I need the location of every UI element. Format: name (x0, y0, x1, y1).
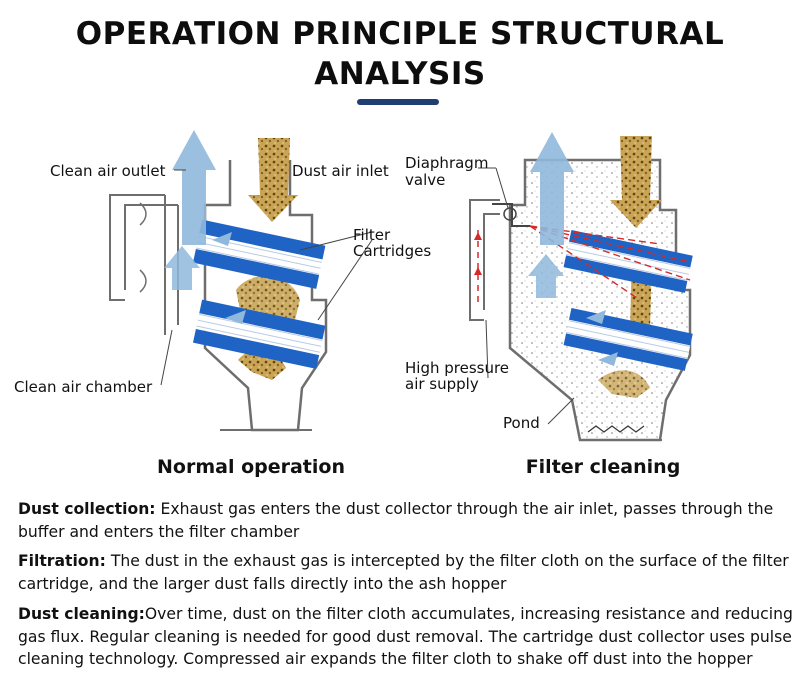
leader-line (495, 167, 509, 209)
label-diaphragm-line2: valve (405, 171, 445, 189)
term-dust-collection: Dust collection: (18, 500, 156, 518)
pulse-duct (469, 199, 500, 321)
caption-filter-cleaning: Filter cleaning (526, 456, 681, 478)
title-line-1: OPERATION PRINCIPLE STRUCTURAL (75, 16, 725, 52)
label-high-pressure-line1: High pressure (405, 359, 509, 377)
diagram-figure: Clean air outlet Dust air inlet Filter C… (14, 130, 693, 478)
text-filtration: The dust in the exhaust gas is intercept… (18, 552, 789, 593)
leader-line (547, 397, 575, 425)
diaphragm-valve (492, 203, 530, 227)
leader-line (317, 239, 373, 321)
text-dust-collection: Exhaust gas enters the dust collector th… (18, 500, 774, 541)
leader-line (299, 231, 373, 251)
filter-cartridges-left (192, 219, 326, 369)
text-dust-cleaning: Over time, dust on the filter cloth accu… (18, 605, 793, 668)
clean-air-arrow-side-right (528, 254, 564, 298)
description-dust-collection: Dust collection: Exhaust gas enters the … (18, 498, 793, 543)
duct-joint (139, 202, 147, 293)
description-filtration: Filtration: The dust in the exhaust gas … (18, 550, 793, 595)
dust-inlet-stream (248, 138, 298, 222)
description-dust-cleaning: Dust cleaning:Over time, dust on the fil… (18, 603, 793, 671)
air-swirl-arrow (225, 310, 246, 324)
label-clean-air-outlet: Clean air outlet (50, 162, 166, 180)
leader-line (485, 319, 489, 379)
label-clean-air-chamber: Clean air chamber (14, 378, 153, 396)
term-dust-cleaning: Dust cleaning: (18, 605, 145, 623)
pond-marks (587, 425, 645, 433)
label-diaphragm-line1: Diaphragm (405, 154, 488, 172)
clean-air-arrow-up-right (530, 132, 574, 245)
normal-operation-diagram: Clean air outlet Dust air inlet Filter C… (14, 130, 431, 478)
title-line-2: ANALYSIS (314, 56, 486, 92)
label-pond: Pond (503, 414, 540, 432)
label-filter-line2: Cartridges (353, 242, 431, 260)
clean-air-arrow-up (172, 130, 216, 245)
filter-cleaning-diagram: Diaphragm valve High pressure air supply… (405, 132, 693, 478)
air-swirl-arrow (586, 310, 606, 324)
dust-hopper-right (598, 370, 650, 398)
label-high-pressure-line2: air supply (405, 375, 479, 393)
filter-cartridges-right (563, 229, 693, 371)
valve-body (503, 207, 517, 221)
term-filtration: Filtration: (18, 552, 106, 570)
collector-housing-right (508, 158, 692, 442)
caption-normal-operation: Normal operation (157, 456, 345, 478)
label-dust-air-inlet: Dust air inlet (292, 162, 389, 180)
dust-inlet-stream-right (610, 136, 662, 228)
clean-air-arrow-side (164, 246, 200, 290)
air-swirl-arrow (212, 232, 232, 246)
leader-line (160, 329, 173, 386)
title-underline (357, 99, 439, 105)
page-title: OPERATION PRINCIPLE STRUCTURAL ANALYSIS (0, 14, 800, 94)
label-filter-line1: Filter (353, 226, 391, 244)
air-swirl-arrow (598, 352, 618, 366)
